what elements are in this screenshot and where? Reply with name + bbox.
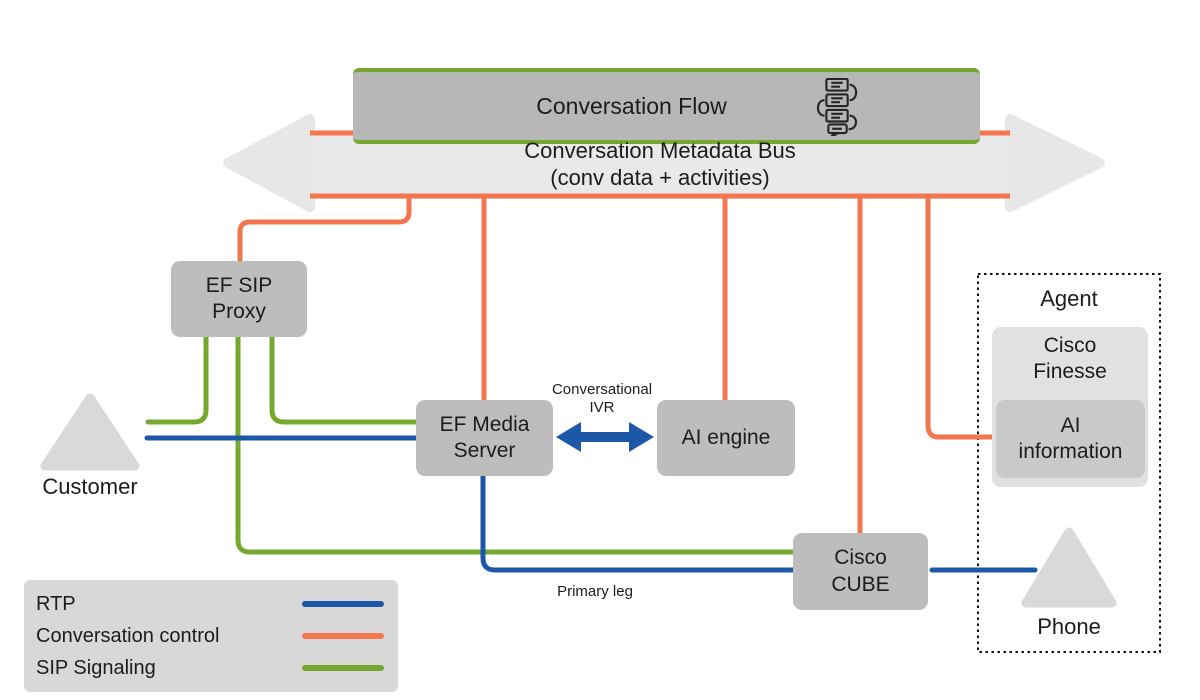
control-line-bus-to-ai-information — [925, 195, 999, 440]
conversation-control-line-swatch — [302, 633, 384, 639]
phone-triangle — [1021, 527, 1117, 608]
customer-triangle — [40, 393, 140, 471]
sip-line-customer-to-sip-proxy — [145, 334, 209, 425]
legend-label-rtp: RTP — [36, 592, 76, 615]
ivr-arrowhead-right — [629, 422, 654, 452]
legend-label-sip-signaling: SIP Signaling — [36, 656, 156, 679]
primary-leg-label: Primary leg — [557, 583, 633, 600]
ivr-arrowhead-left — [556, 422, 581, 452]
bus-left-arrowhead — [223, 114, 315, 212]
node-cisco-cube: Cisco CUBE — [793, 533, 928, 610]
node-ef-sip-proxy: EF SIP Proxy — [171, 261, 307, 337]
legend-row-sip-signaling: SIP Signaling — [36, 657, 384, 680]
legend-row-conversation-control: Conversation control — [36, 625, 384, 648]
legend-label-conversation-control: Conversation control — [36, 624, 220, 647]
sip-line-sip-proxy-to-media-server — [269, 334, 419, 425]
rtp-line-media-server-to-cisco-cube — [480, 473, 796, 573]
conversation-flow-label: Conversation Flow — [536, 92, 727, 119]
node-ai-engine: AI engine — [657, 400, 795, 476]
node-ef-media-server: EF Media Server — [416, 400, 553, 476]
sip-line-sip-proxy-to-cisco-cube — [235, 334, 796, 555]
legend-row-rtp: RTP — [36, 593, 384, 616]
bus-label-line2: (conv data + activities) — [550, 165, 770, 190]
bus-right-arrowhead — [1005, 114, 1105, 212]
cisco-cube-label: Cisco CUBE — [831, 546, 890, 596]
bus-label-line1: Conversation Metadata Bus — [524, 138, 796, 163]
conversation-flow-box: Conversation Flow — [353, 68, 980, 144]
rtp-line-swatch — [302, 601, 384, 607]
sip-signaling-line-swatch — [302, 665, 384, 671]
agent-group-border — [977, 273, 1161, 653]
phone-label: Phone — [1037, 614, 1101, 639]
conversational-ivr-label: Conversational IVR — [551, 381, 653, 416]
agent-group-label: Agent — [1040, 286, 1098, 311]
customer-label: Customer — [42, 474, 138, 499]
cisco-finesse-label: Cisco Finesse — [1033, 334, 1107, 384]
ef-sip-proxy-label: EF SIP Proxy — [205, 273, 273, 323]
control-line-bus-to-sip-proxy — [237, 195, 412, 264]
ef-media-server-label: EF Media Server — [439, 412, 530, 462]
bus-label: Conversation Metadata Bus (conv data + a… — [310, 137, 1010, 191]
conversation-flow-icon — [816, 78, 858, 136]
node-ai-information: AI information — [996, 400, 1145, 478]
legend: RTP Conversation control SIP Signaling — [24, 580, 398, 692]
ai-information-label: AI information — [1018, 413, 1123, 463]
ai-engine-label: AI engine — [681, 425, 771, 449]
